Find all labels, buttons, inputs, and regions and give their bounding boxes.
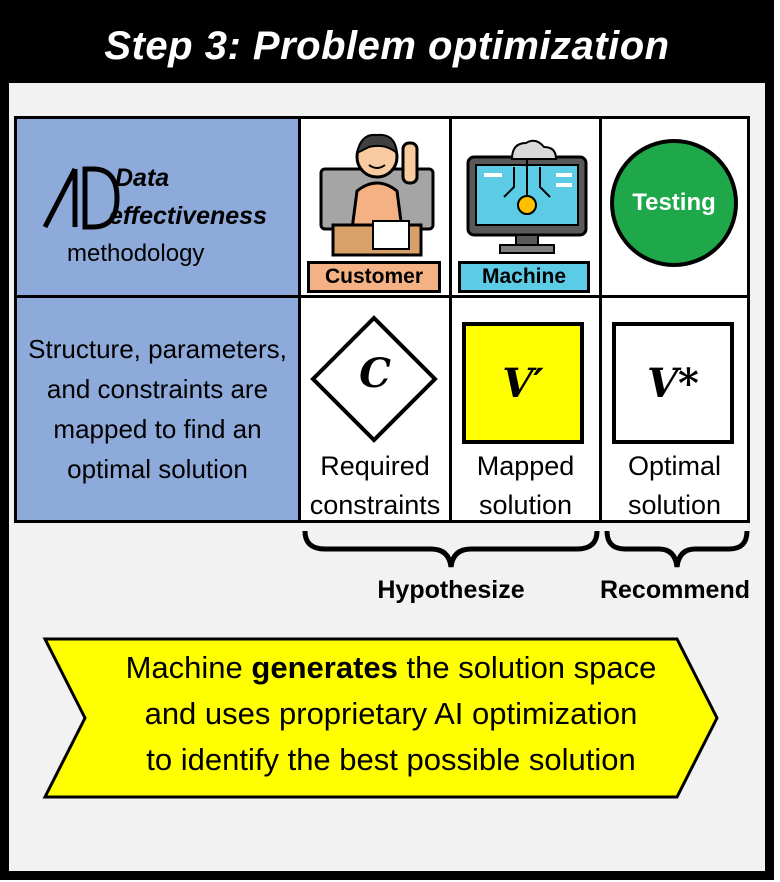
methodology-cell: Data effectiveness methodology	[14, 116, 301, 298]
testing-cell: Testing	[599, 116, 750, 298]
optimal-caption-1: Optimal	[627, 451, 722, 481]
customer-tag: Customer	[307, 261, 441, 293]
description-cell: Structure, parameters, and constraints a…	[14, 295, 301, 523]
banner-line-1: Machine generates the solution space	[125, 650, 657, 685]
optimal-cell: V* Optimal solution	[599, 295, 750, 523]
banner-line-2: and uses proprietary AI optimization	[144, 696, 638, 731]
mapped-cell: V′ Mapped solution	[449, 295, 602, 523]
recommend-label: Recommend	[599, 576, 751, 604]
banner-text: Machine generates the solution space and…	[81, 645, 701, 783]
ad-logo-icon	[42, 166, 120, 230]
method-word-effectiveness: effectiveness	[109, 202, 267, 230]
testing-circle: Testing	[610, 139, 738, 267]
customer-icon	[319, 133, 435, 257]
mapped-box: V′	[462, 322, 584, 444]
optimal-symbol: V*	[647, 359, 699, 407]
machine-tag: Machine	[458, 261, 590, 293]
constraints-cell: C Required constraints	[298, 295, 452, 523]
method-word-methodology: methodology	[67, 240, 205, 267]
recommend-brace	[604, 530, 750, 568]
computer-icon	[466, 139, 588, 254]
mapped-caption-2: solution	[478, 490, 573, 520]
banner-arrow	[42, 637, 719, 799]
method-word-data: Data	[115, 164, 170, 192]
hypothesize-brace	[302, 530, 600, 568]
constraints-caption-1: Required	[320, 451, 430, 481]
mapped-symbol: V′	[502, 359, 544, 407]
hypothesize-label: Hypothesize	[377, 576, 525, 604]
mapped-caption-1: Mapped	[476, 451, 575, 481]
optimal-caption-2: solution	[627, 490, 722, 520]
customer-cell: Customer	[298, 116, 452, 298]
constraints-caption-2: constraints	[309, 490, 441, 520]
optimal-box: V*	[612, 322, 734, 444]
banner-line-3: to identify the best possible solution	[146, 742, 636, 777]
description-text: Structure, parameters, and constraints a…	[28, 334, 287, 484]
constraint-symbol: C	[359, 350, 391, 397]
diamond-icon	[310, 315, 438, 443]
machine-cell: Machine	[449, 116, 602, 298]
page-title: Step 3: Problem optimization	[9, 9, 765, 83]
testing-label: Testing	[632, 189, 716, 216]
